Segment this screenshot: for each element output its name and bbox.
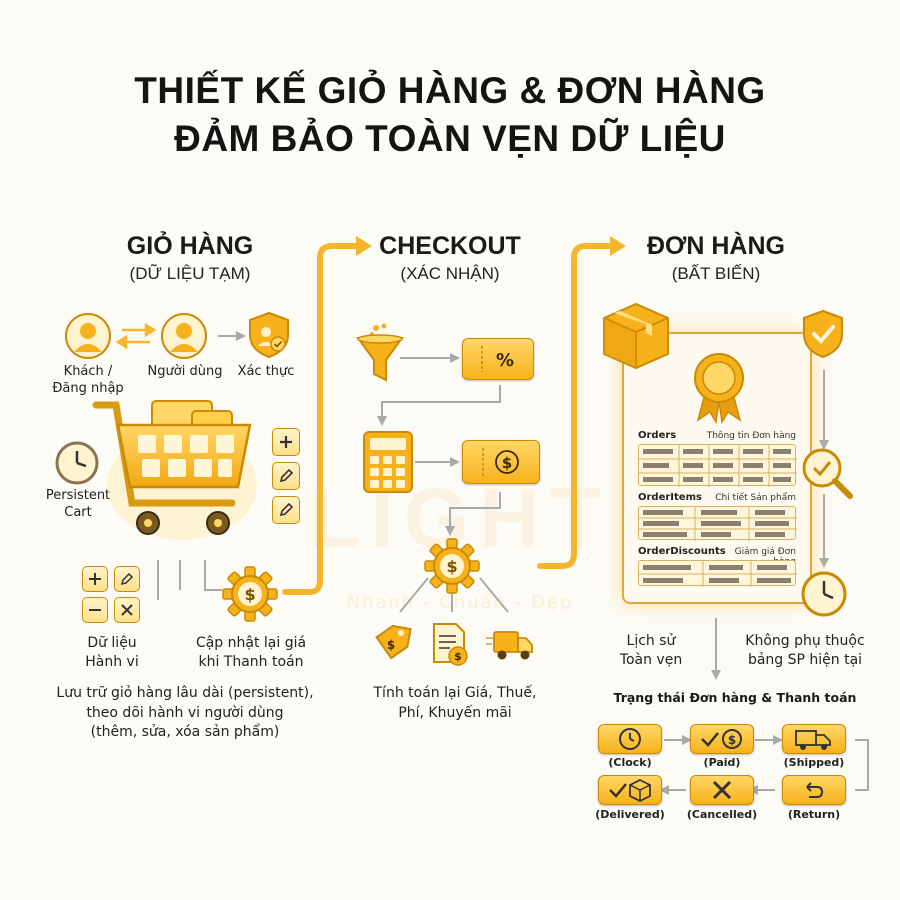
cart-title: GIỎ HÀNG	[126, 232, 254, 260]
package-box-icon	[603, 302, 669, 370]
status-shipped-tile	[782, 724, 846, 754]
order-items-table	[638, 506, 797, 541]
behavior-data-label: Dữ liệu Hành vi	[85, 635, 139, 670]
status-cancelled-label: (Cancelled)	[686, 808, 758, 821]
order-title: ĐƠN HÀNG	[647, 232, 785, 260]
orders-table-desc: Thông tin Đơn hàng	[706, 431, 796, 441]
guest-avatar-icon	[65, 313, 111, 359]
status-shipped-label: (Shipped)	[783, 756, 845, 769]
cart-description: Lưu trữ giỏ hàng lâu dài (persistent), t…	[56, 685, 314, 741]
award-badge-icon	[694, 353, 744, 424]
svg-text:$: $	[454, 650, 462, 663]
orders-table	[638, 444, 797, 487]
user-avatar-icon	[161, 313, 207, 359]
minus-icon	[82, 597, 108, 623]
ticket-dollar-icon: $	[462, 440, 540, 484]
calculator-icon	[363, 431, 413, 493]
page-title-line1: THIẾT KẾ GIỎ HÀNG & ĐƠN HÀNG	[134, 70, 766, 111]
status-clock-label: (Clock)	[608, 756, 652, 769]
status-delivered-label: (Delivered)	[595, 808, 665, 821]
cart-subtitle: (DỮ LIỆU TẠM)	[129, 264, 251, 283]
auth-shield-icon	[249, 311, 289, 359]
reprice-label: Cập nhật lại giá khi Thanh toán	[195, 635, 307, 670]
svg-text:$: $	[244, 585, 255, 604]
persistent-cart-label: Persistent Cart	[45, 488, 111, 520]
status-paid-label: (Paid)	[703, 756, 741, 769]
edit-icon-2	[272, 496, 300, 524]
order-items-table-desc: Chi tiết Sản phẩm	[715, 493, 796, 503]
svg-text:$: $	[387, 638, 395, 652]
reprice-gear-icon: $	[222, 566, 278, 622]
svg-text:$: $	[446, 557, 457, 576]
history-clock-icon	[801, 571, 847, 617]
status-paid-tile: $	[690, 724, 754, 754]
edit-icon	[272, 462, 300, 490]
status-clock-tile	[598, 724, 662, 754]
independent-label: Không phụ thuộc bảng SP hiện tại	[745, 633, 865, 668]
order-subtitle: (BẤT BIẾN)	[671, 264, 761, 283]
status-return-label: (Return)	[787, 808, 841, 821]
page-title-line2: ĐẢM BẢO TOÀN VẸN DỮ LIỆU	[174, 118, 726, 159]
status-cancelled-tile	[690, 775, 754, 805]
plus-icon	[82, 566, 108, 592]
guest-label: Khách / Đăng nhập	[52, 364, 124, 396]
orders-table-name: Orders	[638, 430, 677, 441]
delete-icon	[114, 597, 140, 623]
magnifier-check-icon	[802, 448, 853, 499]
auth-label: Xác thực	[237, 364, 295, 379]
user-label: Người dùng	[147, 364, 223, 379]
coupon-percent-icon: %	[462, 338, 534, 380]
order-discounts-table	[638, 560, 797, 587]
checkout-title: CHECKOUT	[379, 232, 521, 260]
svg-text:$: $	[728, 733, 736, 747]
status-title: Trạng thái Đơn hàng & Thanh toán	[613, 690, 857, 705]
shopping-cart-icon	[92, 400, 257, 540]
status-delivered-tile	[598, 775, 662, 805]
checkout-subtitle: (XÁC NHẬN)	[400, 264, 500, 283]
pencil-icon	[114, 566, 140, 592]
status-return-tile	[782, 775, 846, 805]
checkout-description: Tính toán lại Giá, Thuế, Phí, Khuyến mãi	[373, 685, 537, 721]
funnel-icon	[356, 323, 404, 382]
delivery-truck-icon	[486, 631, 533, 660]
order-items-table-name: OrderItems	[638, 492, 702, 503]
history-integrity-label: Lịch sử Toàn vẹn	[619, 633, 683, 668]
price-tag-icon: $	[375, 624, 412, 660]
svg-text:%: %	[496, 350, 514, 371]
add-icon	[272, 428, 300, 456]
checkout-gear-icon: $	[424, 538, 480, 594]
verified-shield-icon	[803, 309, 843, 359]
order-discounts-table-name: OrderDiscounts	[638, 546, 726, 557]
invoice-icon: $	[433, 623, 468, 666]
svg-text:$: $	[502, 454, 512, 472]
clock-icon	[55, 441, 99, 485]
